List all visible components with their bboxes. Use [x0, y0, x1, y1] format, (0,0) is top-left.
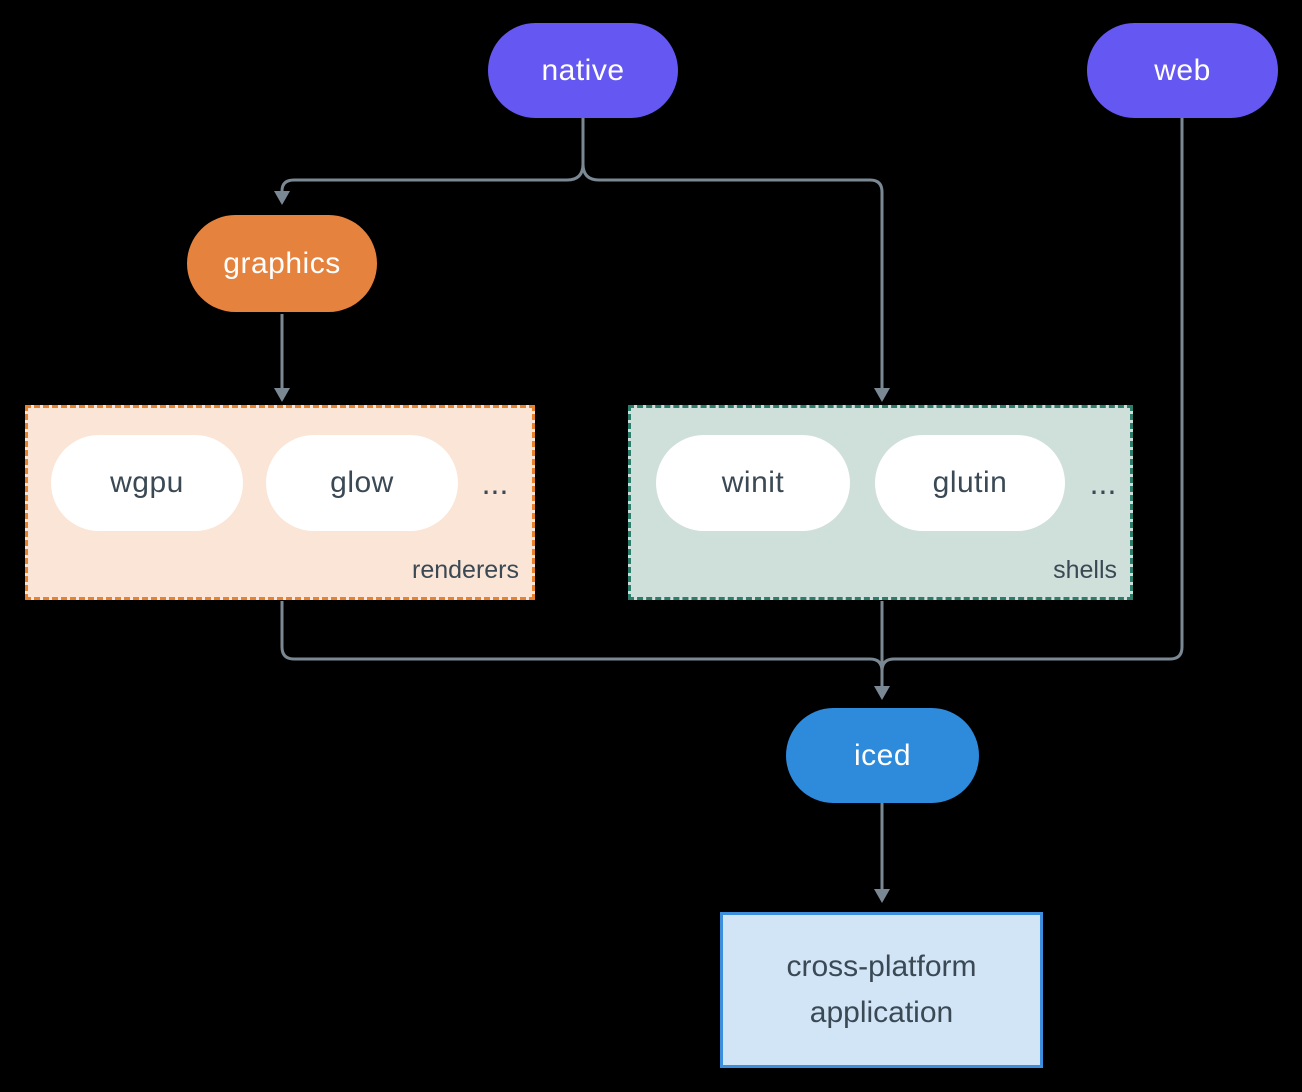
- node-glutin: glutin: [875, 435, 1065, 531]
- node-graphics: graphics: [187, 215, 377, 312]
- node-wgpu-label: wgpu: [110, 466, 184, 499]
- node-iced: iced: [786, 708, 979, 803]
- node-native-label: native: [541, 53, 625, 87]
- node-winit: winit: [656, 435, 850, 531]
- node-cross-platform-application: cross-platform application: [720, 912, 1043, 1068]
- node-wgpu: wgpu: [51, 435, 243, 531]
- node-web-label: web: [1154, 53, 1211, 87]
- group-shells-label: shells: [1053, 556, 1117, 584]
- node-glow-label: glow: [330, 466, 394, 499]
- node-winit-label: winit: [721, 466, 785, 499]
- group-shells: winit glutin ... shells: [628, 405, 1133, 600]
- node-glutin-label: glutin: [932, 466, 1008, 499]
- node-web: web: [1087, 23, 1278, 118]
- node-cross-platform-application-label: cross-platform application: [786, 950, 977, 1029]
- group-renderers-label: renderers: [412, 556, 519, 584]
- connector-renderers-to-iced: [280, 601, 884, 686]
- arrowhead-graphics: [274, 191, 290, 205]
- arrowhead-application: [874, 889, 890, 903]
- node-iced-label: iced: [853, 738, 912, 772]
- node-native: native: [488, 23, 678, 118]
- node-glow: glow: [266, 435, 458, 531]
- arrowhead-shells: [874, 388, 890, 402]
- node-graphics-label: graphics: [223, 246, 341, 280]
- connector-native-to-graphics: [280, 163, 585, 192]
- arrowhead-renderers: [274, 388, 290, 402]
- renderers-ellipsis: ...: [481, 464, 509, 501]
- shells-ellipsis: ...: [1089, 464, 1117, 501]
- group-renderers: wgpu glow ... renderers: [25, 405, 535, 600]
- arrowhead-iced: [874, 686, 890, 700]
- connector-native-to-shells: [581, 163, 884, 388]
